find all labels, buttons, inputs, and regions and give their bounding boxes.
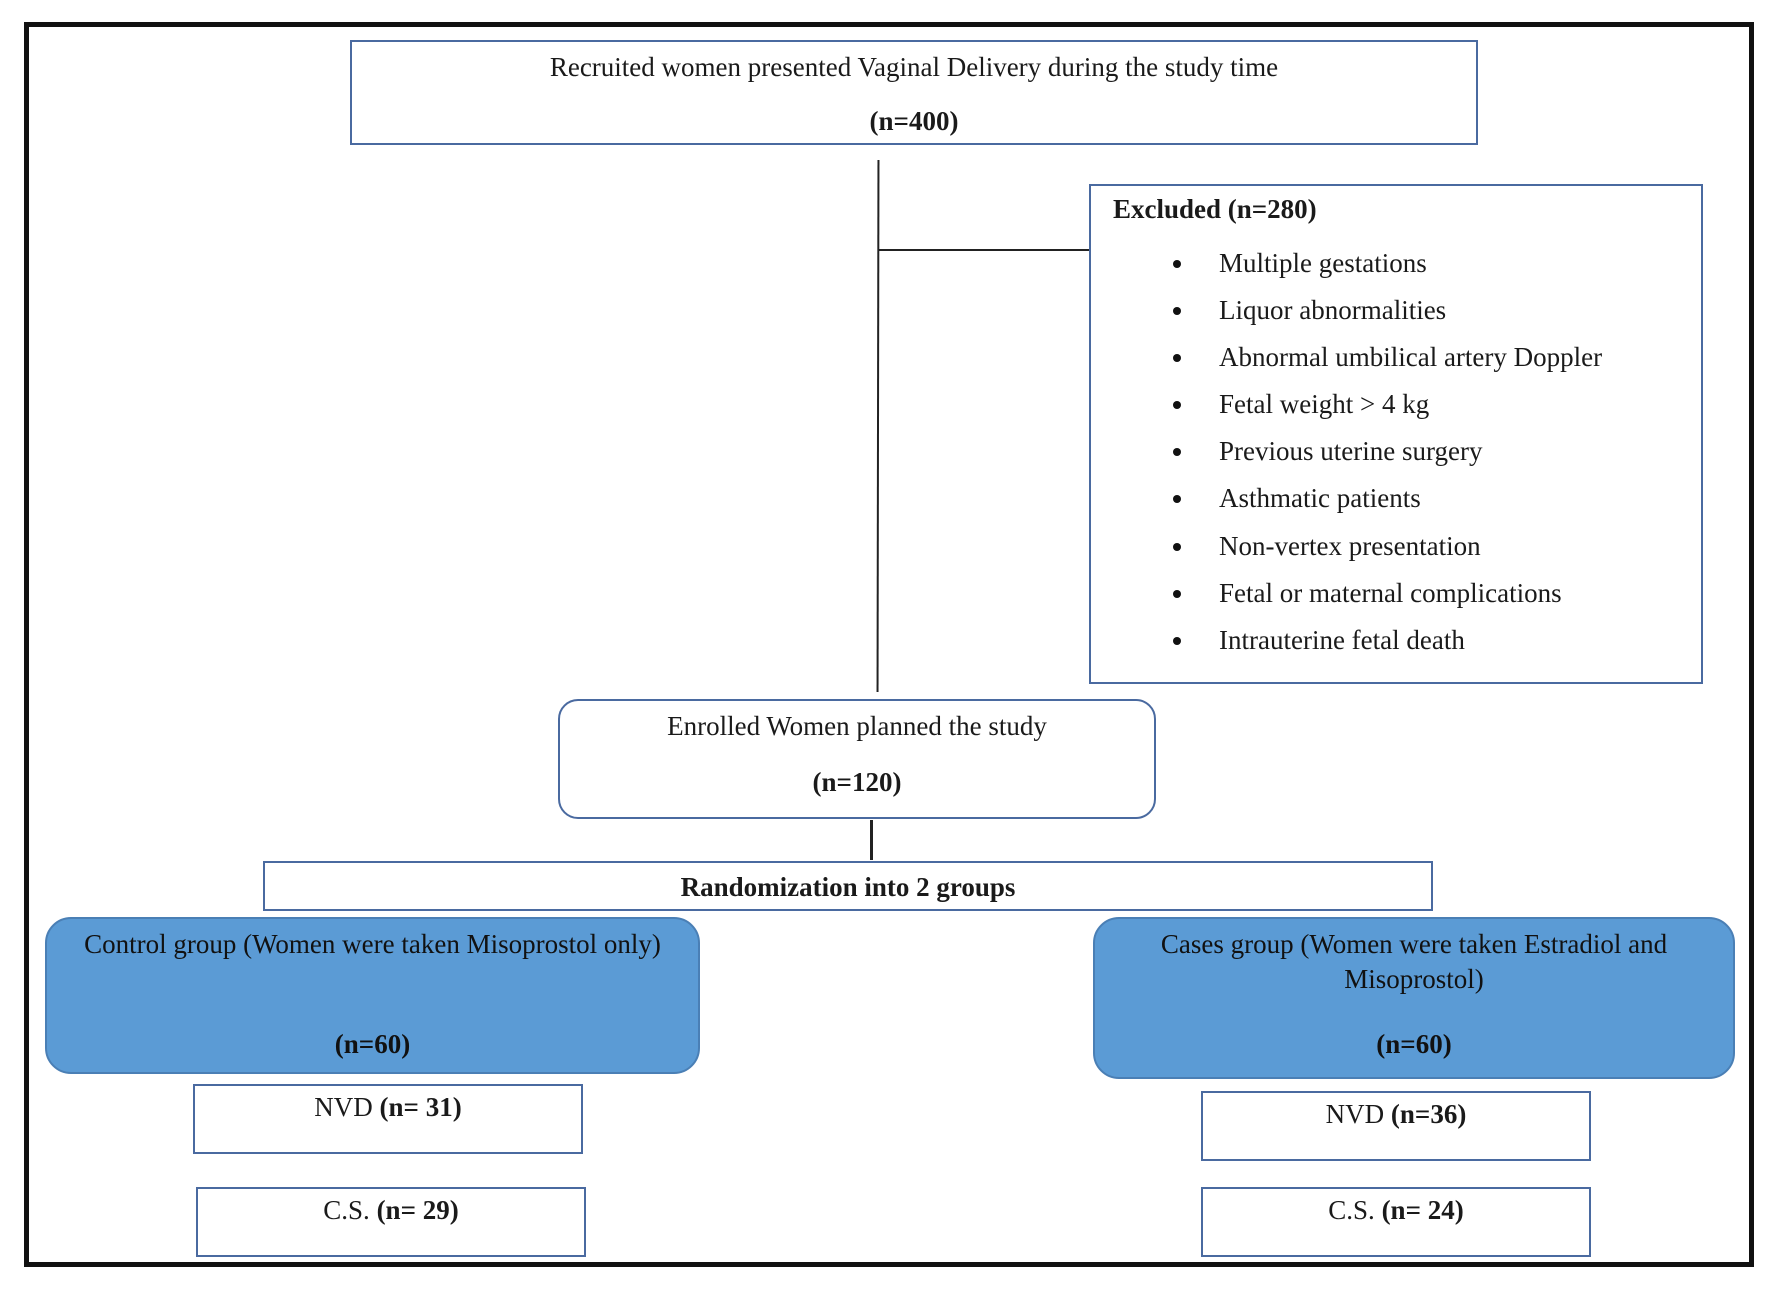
cases-cs-box: C.S. (n= 24) <box>1201 1187 1591 1257</box>
cases-cs-label: C.S. <box>1328 1195 1375 1225</box>
control-cs-box: C.S. (n= 29) <box>196 1187 586 1257</box>
connector-to-excluded <box>878 249 1089 251</box>
exclusion-item: Non-vertex presentation <box>1091 529 1701 564</box>
cases-group-box: Cases group (Women were taken Estradiol … <box>1093 917 1735 1079</box>
exclusion-item: Fetal or maternal complications <box>1091 576 1701 611</box>
control-cs-count: (n= 29) <box>376 1195 459 1225</box>
recruited-box: Recruited women presented Vaginal Delive… <box>350 40 1478 145</box>
recruited-count: (n=400) <box>869 106 959 136</box>
randomization-box: Randomization into 2 groups <box>263 861 1433 911</box>
excluded-title: Excluded (n=280) <box>1113 194 1317 224</box>
control-nvd-text: NVD (n= 31) <box>195 1090 581 1125</box>
control-nvd-box: NVD (n= 31) <box>193 1084 583 1154</box>
exclusion-item: Asthmatic patients <box>1091 481 1701 516</box>
control-group-box: Control group (Women were taken Misopros… <box>45 917 700 1074</box>
cases-cs-text: C.S. (n= 24) <box>1203 1193 1589 1228</box>
exclusion-item: Fetal weight > 4 kg <box>1091 387 1701 422</box>
control-nvd-label: NVD <box>314 1092 373 1122</box>
control-group-count: (n=60) <box>334 1029 411 1059</box>
exclusion-item: Liquor abnormalities <box>1091 293 1701 328</box>
connector-enrolled-to-randomization <box>870 820 873 860</box>
cases-group-count: (n=60) <box>1376 1029 1452 1059</box>
cases-nvd-box: NVD (n=36) <box>1201 1091 1591 1161</box>
exclusion-item: Intrauterine fetal death <box>1091 623 1701 658</box>
exclusion-criteria-list: Multiple gestations Liquor abnormalities… <box>1091 246 1701 670</box>
diagram-frame <box>24 22 1754 1267</box>
cases-group-text: Cases group (Women were taken Estradiol … <box>1160 929 1668 995</box>
cases-nvd-count: (n=36) <box>1390 1099 1467 1129</box>
cases-cs-count: (n= 24) <box>1381 1195 1464 1225</box>
control-cs-label: C.S. <box>323 1195 370 1225</box>
exclusion-item: Multiple gestations <box>1091 246 1701 281</box>
randomization-text: Randomization into 2 groups <box>680 872 1016 902</box>
cases-nvd-label: NVD <box>1325 1099 1385 1129</box>
enrolled-text: Enrolled Women planned the study <box>667 711 1047 741</box>
control-group-text: Control group (Women were taken Misopros… <box>84 929 661 959</box>
exclusion-item: Abnormal umbilical artery Doppler <box>1091 340 1701 375</box>
enrolled-count: (n=120) <box>812 767 902 797</box>
enrolled-box: Enrolled Women planned the study (n=120) <box>558 699 1156 819</box>
recruited-text: Recruited women presented Vaginal Delive… <box>549 52 1279 82</box>
exclusion-item: Previous uterine surgery <box>1091 434 1701 469</box>
control-cs-text: C.S. (n= 29) <box>198 1193 584 1228</box>
excluded-box: Excluded (n=280) Multiple gestations Liq… <box>1089 184 1703 684</box>
cases-nvd-text: NVD (n=36) <box>1203 1097 1589 1132</box>
control-nvd-count: (n= 31) <box>379 1092 462 1122</box>
